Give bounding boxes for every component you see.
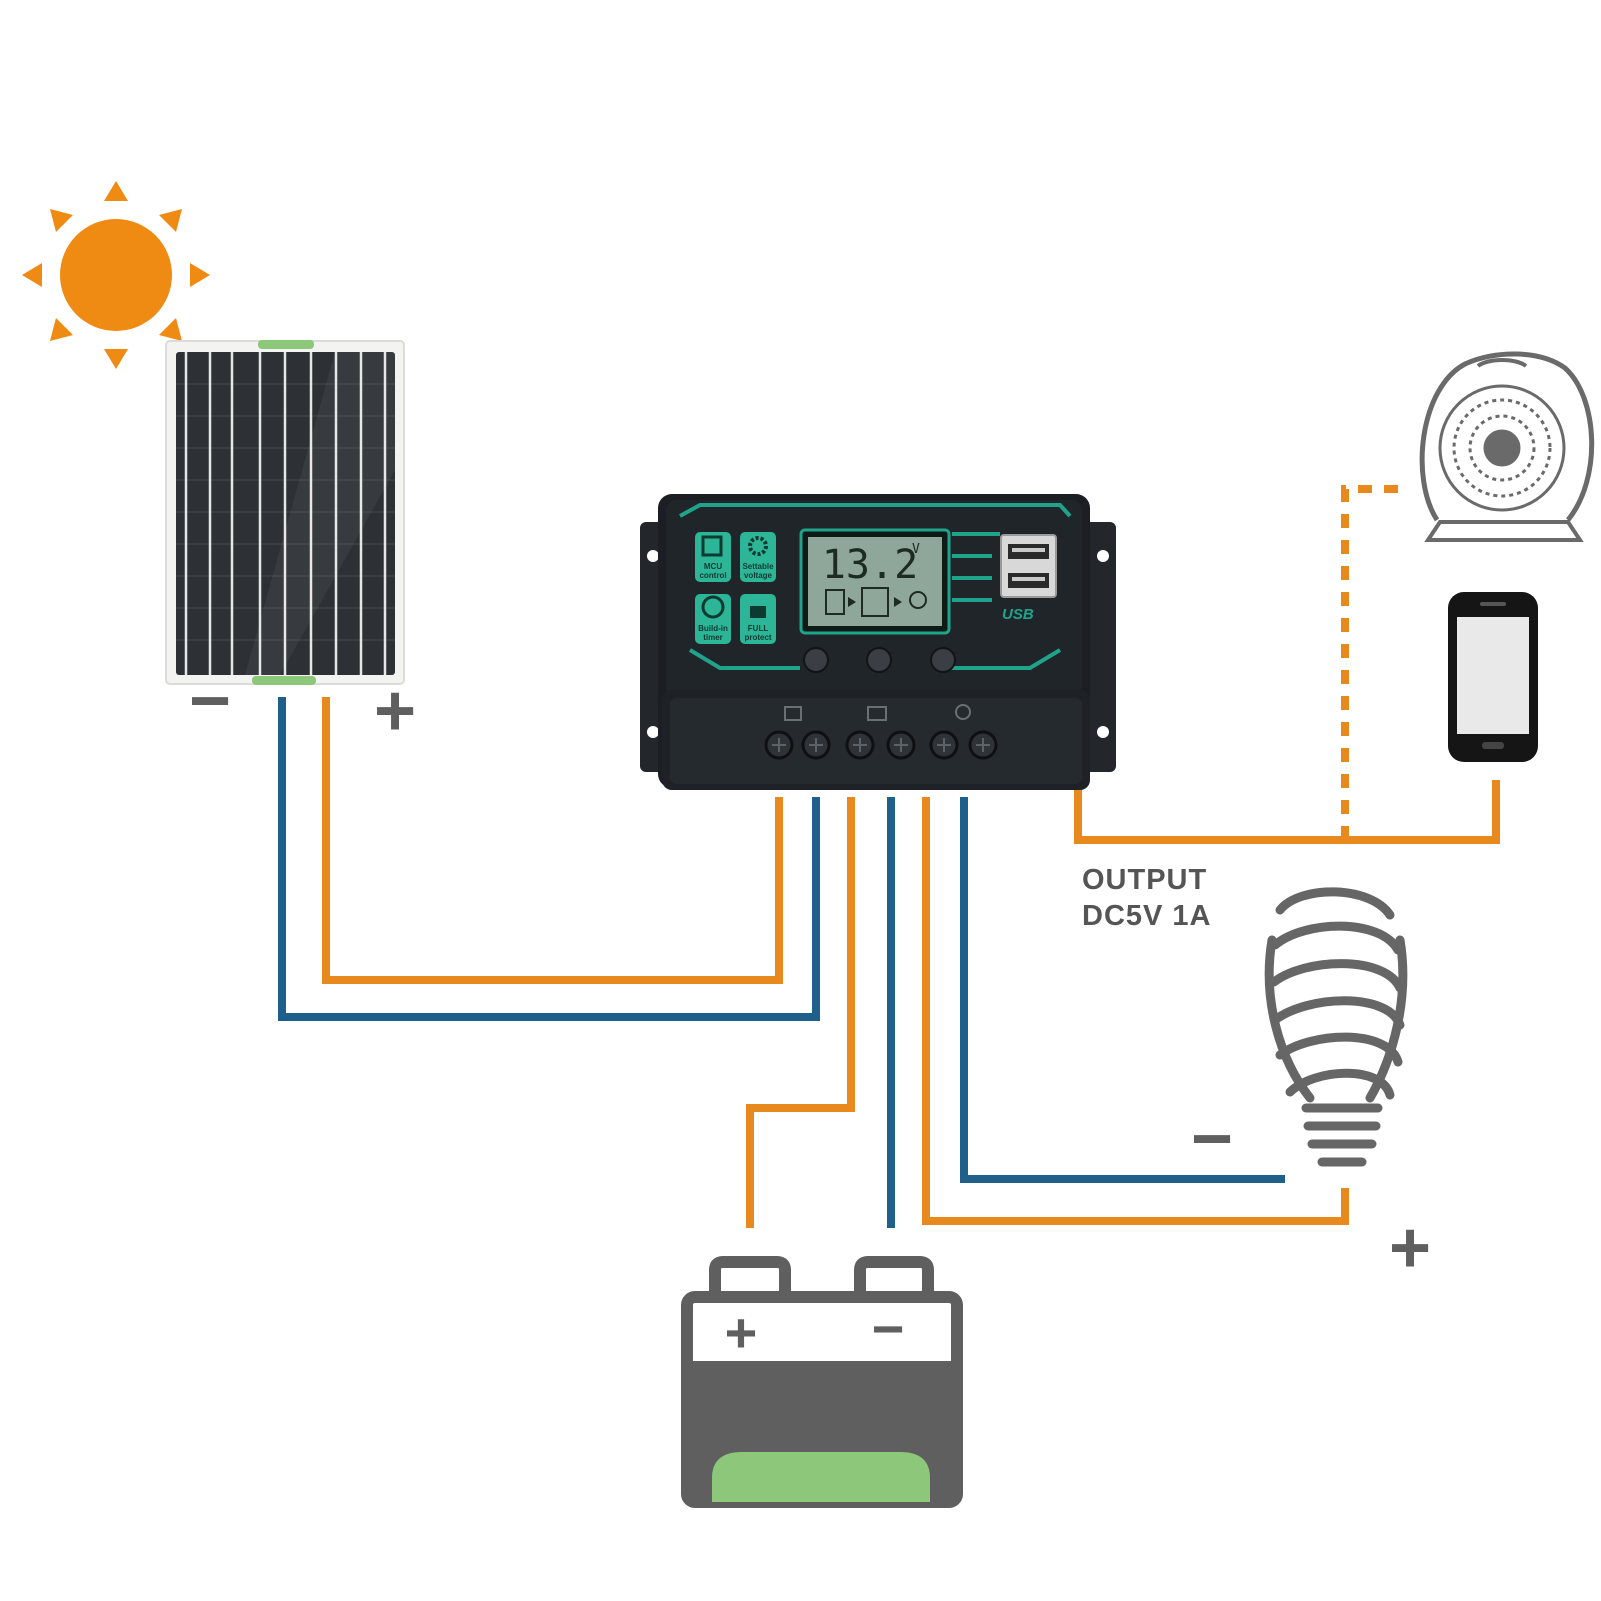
bulb-negative-symbol: − bbox=[1191, 1099, 1233, 1179]
badge-mcu-line1: MCU bbox=[704, 562, 722, 571]
terminal-panel-icon bbox=[784, 706, 802, 721]
bulb-icon bbox=[1264, 887, 1408, 1167]
battery-negative-symbol: − bbox=[872, 1297, 905, 1360]
panel-negative-symbol: − bbox=[189, 661, 231, 741]
lcd-panel-icon bbox=[825, 589, 845, 615]
mcu-chip-icon bbox=[701, 535, 723, 557]
lcd-display: 13.2 V bbox=[799, 528, 951, 635]
output-label-line1: OUTPUT bbox=[1082, 864, 1208, 896]
usb-label: USB bbox=[1002, 606, 1034, 623]
battery-positive-wire bbox=[746, 797, 855, 1228]
bulb-positive-symbol: + bbox=[1389, 1208, 1431, 1288]
badge-protect-line2: protect bbox=[744, 633, 771, 642]
lcd-arrow-icon-2 bbox=[894, 597, 902, 607]
terminal-load-icon bbox=[955, 704, 971, 720]
output-label-line2: DC5V 1A bbox=[1082, 900, 1212, 932]
solar-panel-icon bbox=[165, 340, 405, 685]
panel-positive-wire bbox=[322, 697, 783, 984]
panel-positive-symbol: + bbox=[374, 671, 416, 751]
lcd-voltage-reading: 13.2 bbox=[822, 542, 918, 588]
controller-button-menu[interactable] bbox=[803, 647, 829, 673]
feature-badges: MCU control Settable voltage Build-in ti… bbox=[695, 532, 776, 644]
controller-button-down[interactable] bbox=[930, 647, 956, 673]
badge-voltage-line1: Settable bbox=[742, 562, 774, 571]
phone-icon bbox=[1448, 592, 1538, 762]
gear-icon bbox=[748, 536, 768, 556]
load-negative-wire bbox=[960, 797, 1285, 1183]
usb-fan-dotted-wire bbox=[1341, 485, 1408, 840]
badge-voltage-line2: voltage bbox=[744, 571, 773, 580]
battery-positive-symbol: + bbox=[725, 1301, 758, 1364]
lcd-voltage-unit: V bbox=[912, 542, 920, 557]
sun-icon bbox=[22, 181, 210, 369]
load-positive-wire bbox=[922, 797, 1349, 1225]
controller-button-up[interactable] bbox=[866, 647, 892, 673]
usb-ports: USB bbox=[1000, 534, 1057, 623]
lock-icon bbox=[750, 606, 766, 618]
lcd-bulb-icon bbox=[909, 591, 927, 609]
badge-protect-line1: FULL bbox=[748, 624, 769, 633]
badge-mcu-line2: control bbox=[699, 571, 726, 580]
wires bbox=[278, 485, 1500, 1228]
charge-controller-icon: MCU control Settable voltage Build-in ti… bbox=[640, 494, 1116, 790]
terminal-screws bbox=[764, 730, 998, 760]
badge-timer-line2: timer bbox=[703, 633, 723, 642]
lcd-battery-icon bbox=[861, 587, 889, 617]
lcd-arrow-icon bbox=[848, 597, 856, 607]
fan-icon bbox=[1419, 351, 1595, 542]
battery-icon bbox=[681, 1256, 963, 1508]
output-spec-label: OUTPUT DC5V 1A bbox=[1082, 862, 1212, 934]
panel-negative-wire bbox=[278, 697, 820, 1021]
terminal-battery-icon bbox=[867, 706, 887, 721]
badge-timer-line1: Build-in bbox=[698, 624, 728, 633]
usb-output-wire bbox=[1074, 780, 1500, 844]
clock-icon bbox=[701, 595, 725, 619]
